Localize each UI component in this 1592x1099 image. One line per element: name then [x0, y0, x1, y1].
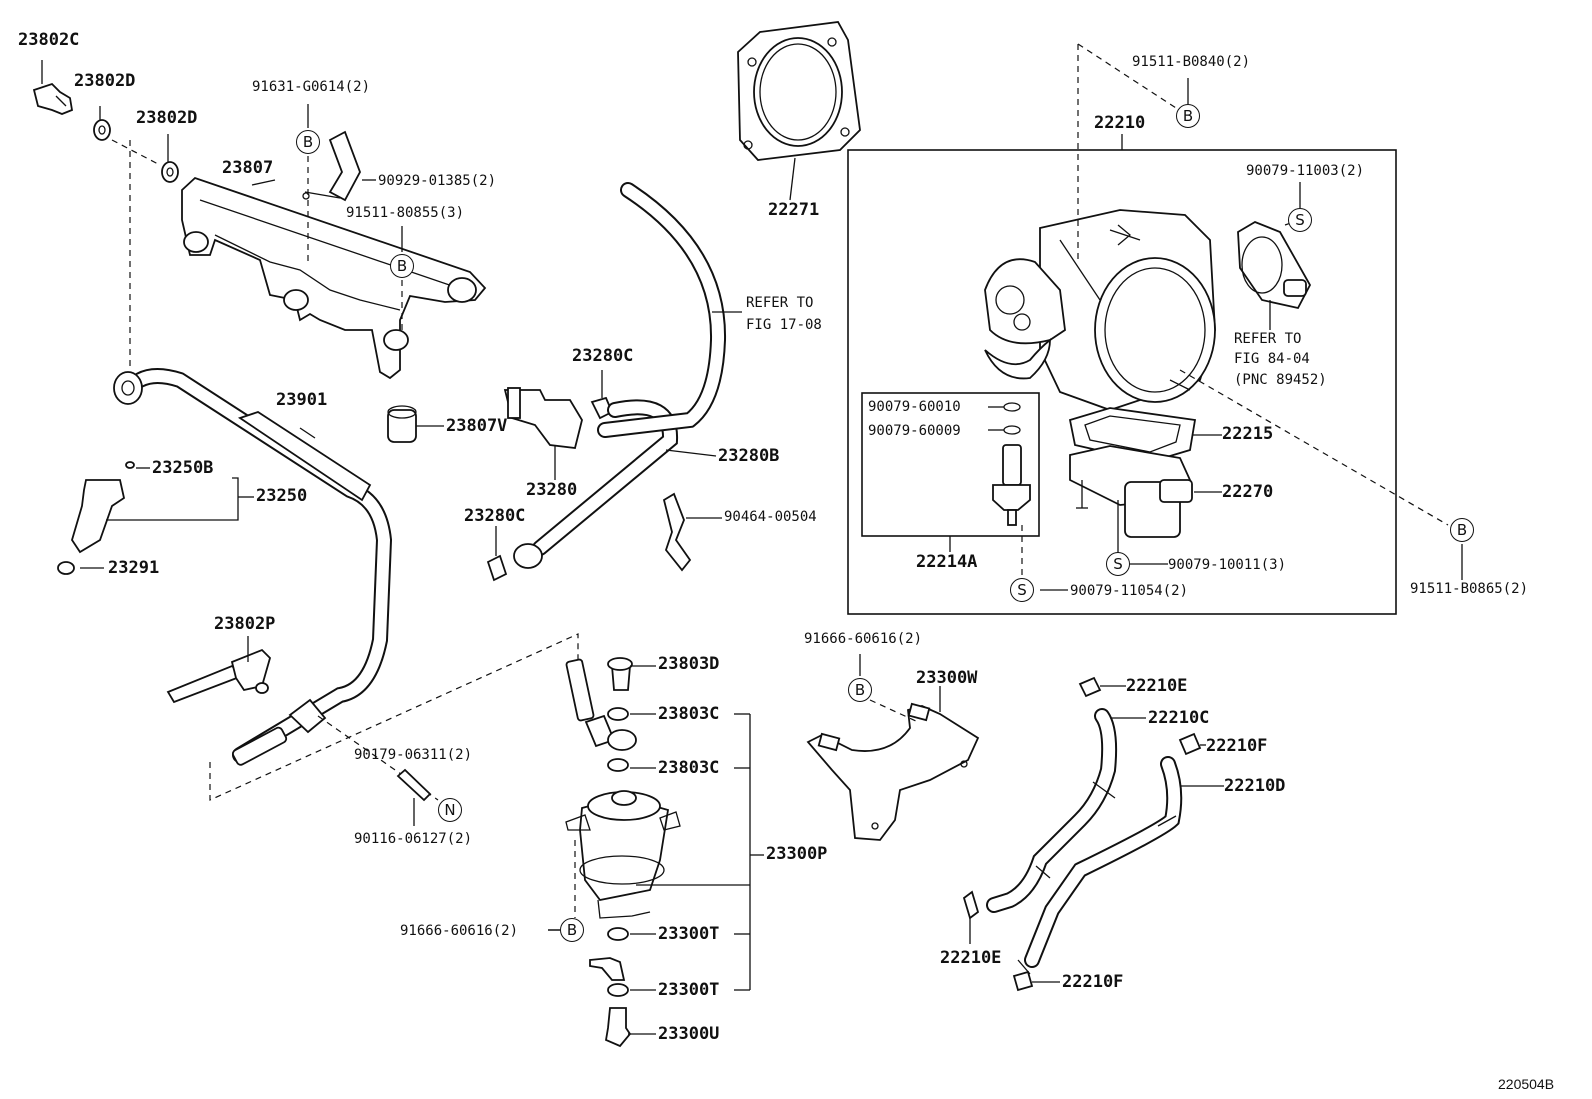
part-label-90179-06311[interactable]: 90179-06311(2)	[354, 747, 473, 763]
part-label-23280B[interactable]: 23280B	[718, 446, 780, 466]
part-label-23803C-upper[interactable]: 23803C	[658, 704, 720, 724]
part-label-22215[interactable]: 22215	[1222, 424, 1274, 444]
symbol-s-circle: S	[1106, 552, 1130, 576]
part-label-91666-60616-upper[interactable]: 91666-60616(2)	[804, 631, 923, 647]
refer-fig-17-08-line1[interactable]: REFER TO	[746, 295, 814, 311]
part-label-23250[interactable]: 23250	[256, 486, 308, 506]
part-label-22210C[interactable]: 22210C	[1148, 708, 1210, 728]
part-label-90079-10011[interactable]: 90079-10011(3)	[1168, 557, 1287, 573]
clamp-90464-drawing	[662, 492, 722, 572]
symbol-b-circle: B	[1450, 518, 1474, 542]
position-sensor-22214A-drawing	[988, 402, 1031, 578]
part-label-23802D-lower[interactable]: 23802D	[136, 108, 198, 128]
part-label-23300T-upper[interactable]: 23300T	[658, 924, 720, 944]
part-label-91666-60616-lower[interactable]: 91666-60616(2)	[400, 923, 519, 939]
part-label-23300P[interactable]: 23300P	[766, 844, 828, 864]
diagram-catalog-number: 220504B	[1498, 1076, 1555, 1092]
part-label-23901[interactable]: 23901	[276, 390, 328, 410]
part-label-90079-60009[interactable]: 90079-60009	[868, 423, 961, 439]
part-label-90116-06127[interactable]: 90116-06127(2)	[354, 831, 473, 847]
stud-bolt-90116-drawing	[396, 768, 432, 826]
clamp-90929-drawing	[302, 130, 376, 202]
isc-valve-22270-drawing	[1069, 445, 1222, 555]
part-label-23802D-upper[interactable]: 23802D	[74, 71, 136, 91]
part-label-22210E-lower[interactable]: 22210E	[940, 948, 1002, 968]
vacuum-hose-23280B-drawing	[513, 399, 717, 569]
part-label-22210[interactable]: 22210	[1094, 113, 1146, 133]
symbol-b-circle: B	[848, 678, 872, 702]
part-label-22210E-upper[interactable]: 22210E	[1126, 676, 1188, 696]
refer-fig-17-08-line2[interactable]: FIG 17-08	[746, 317, 822, 333]
part-label-23291[interactable]: 23291	[108, 558, 160, 578]
part-label-90079-11054[interactable]: 90079-11054(2)	[1070, 583, 1189, 599]
throttle-sensor-drawing	[1237, 219, 1312, 330]
symbol-n-circle: N	[438, 798, 462, 822]
guide-line-filter	[209, 633, 579, 801]
gasket-23802D-drawing	[93, 106, 179, 183]
hose-clips-22210EF-drawing	[962, 676, 1206, 992]
part-label-22271[interactable]: 22271	[768, 200, 820, 220]
part-label-22214A[interactable]: 22214A	[916, 552, 978, 572]
part-label-23280C-lower[interactable]: 23280C	[464, 506, 526, 526]
part-label-23802C[interactable]: 23802C	[18, 30, 80, 50]
pulsation-damper-23807V-drawing	[387, 405, 444, 443]
refer-fig-84-04-line2[interactable]: FIG 84-04	[1234, 351, 1310, 367]
part-label-23803D[interactable]: 23803D	[658, 654, 720, 674]
pressure-regulator-23280-drawing	[503, 387, 583, 480]
part-label-22210F-lower[interactable]: 22210F	[1062, 972, 1124, 992]
fuel-hose-23901-drawing	[113, 368, 393, 766]
symbol-b-circle: B	[296, 130, 320, 154]
symbol-s-circle: S	[1288, 208, 1312, 232]
part-label-23280[interactable]: 23280	[526, 480, 578, 500]
part-label-90464-00504[interactable]: 90464-00504	[724, 509, 817, 525]
part-label-22210D[interactable]: 22210D	[1224, 776, 1286, 796]
pipe-23802P-drawing	[166, 636, 272, 704]
water-hose-22210D-drawing	[1024, 756, 1224, 968]
symbol-b-circle: B	[390, 254, 414, 278]
symbol-s-circle: S	[1010, 578, 1034, 602]
injector-23250-drawing	[57, 461, 254, 575]
throttle-body-drawing	[984, 209, 1216, 411]
part-label-23250B[interactable]: 23250B	[152, 458, 214, 478]
part-label-23300W[interactable]: 23300W	[916, 668, 978, 688]
part-label-91511-B0865[interactable]: 91511-B0865(2)	[1410, 581, 1529, 597]
clip-23280C-bottom-drawing	[486, 526, 508, 582]
part-label-23802P[interactable]: 23802P	[214, 614, 276, 634]
symbol-b-circle: B	[560, 918, 584, 942]
fuel-filter-23300-drawing	[565, 657, 681, 1048]
gasket-22271-drawing	[737, 21, 861, 201]
part-label-23300U[interactable]: 23300U	[658, 1024, 720, 1044]
part-label-23807V[interactable]: 23807V	[446, 416, 508, 436]
misc-leader-lines	[548, 78, 1463, 931]
part-label-23280C-upper[interactable]: 23280C	[572, 346, 634, 366]
part-label-23803C-lower[interactable]: 23803C	[658, 758, 720, 778]
union-bolt-23802C-drawing	[32, 60, 74, 115]
part-label-22210F-upper[interactable]: 22210F	[1206, 736, 1268, 756]
bracket-23300W-drawing	[806, 702, 980, 841]
part-label-90079-60010[interactable]: 90079-60010	[868, 399, 961, 415]
symbol-b-circle: B	[1176, 104, 1200, 128]
part-label-23807[interactable]: 23807	[222, 158, 274, 178]
part-label-91511-B0840[interactable]: 91511-B0840(2)	[1132, 54, 1251, 70]
part-label-22270[interactable]: 22270	[1222, 482, 1274, 502]
vacuum-hose-refer-drawing	[597, 182, 742, 438]
refer-pnc-89452[interactable]: (PNC 89452)	[1234, 372, 1327, 388]
part-label-90929-01385[interactable]: 90929-01385(2)	[378, 173, 497, 189]
refer-fig-84-04-line1[interactable]: REFER TO	[1234, 331, 1302, 347]
water-hose-22210C-drawing	[986, 708, 1146, 913]
part-label-23300T-lower[interactable]: 23300T	[658, 980, 720, 1000]
part-label-91631-G0614[interactable]: 91631-G0614(2)	[252, 79, 371, 95]
fuel-rail-23807-drawing	[181, 176, 487, 380]
part-label-91511-80855[interactable]: 91511-80855(3)	[346, 205, 465, 221]
part-label-90079-11003[interactable]: 90079-11003(2)	[1246, 163, 1365, 179]
